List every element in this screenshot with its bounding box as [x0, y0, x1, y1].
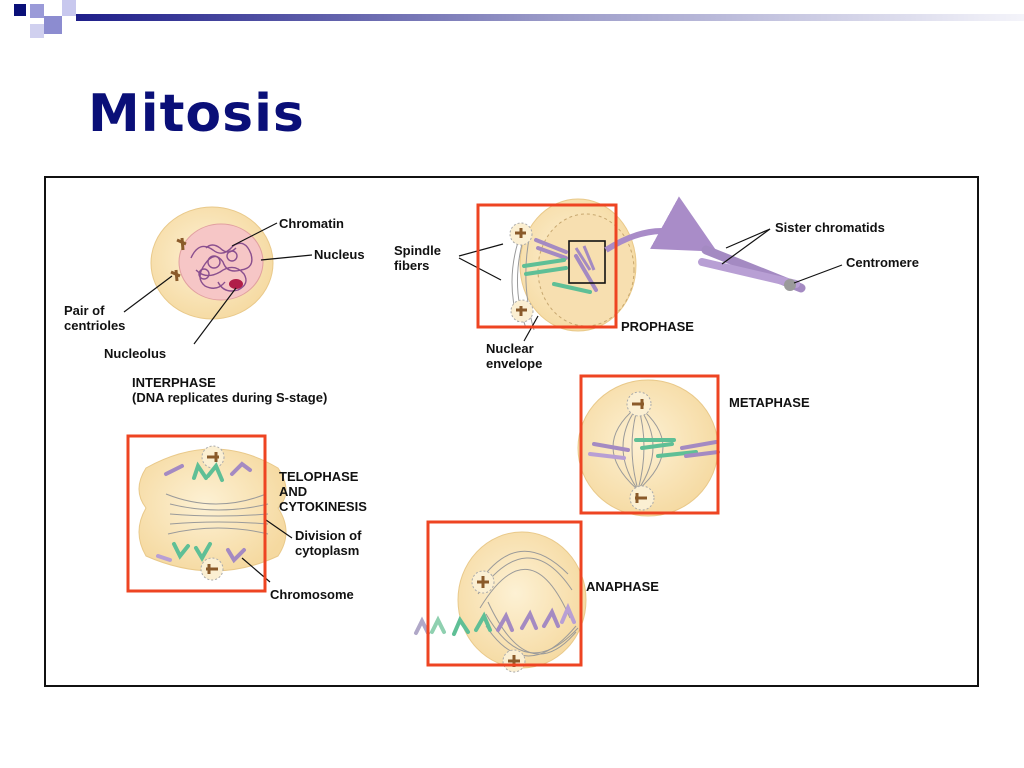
nucleus-label: Nucleus — [314, 247, 365, 262]
interphase-label-1: INTERPHASE — [132, 375, 216, 390]
header-square-light — [30, 4, 44, 18]
nuclear-envelope-label-1: Nuclear — [486, 341, 534, 356]
division-of-cytoplasm-label-1: Division of — [295, 528, 362, 543]
pair-of-centrioles-label-1: Pair of — [64, 303, 105, 318]
spindle-fibers-label-1: Spindle — [394, 243, 441, 258]
prophase-highlight-box — [476, 203, 618, 329]
telophase-label-1: TELOPHASE — [279, 469, 359, 484]
pair-of-centrioles-label-2: centrioles — [64, 318, 125, 333]
header-square-soft — [30, 24, 44, 38]
interphase-label-2: (DNA replicates during S-stage) — [132, 390, 327, 405]
anaphase-spindle-fibers — [477, 550, 579, 657]
nucleolus-dot — [229, 279, 243, 289]
prophase-label: PROPHASE — [621, 319, 694, 334]
mitosis-diagram-frame: Chromatin Nucleus Pair of centrioles Nuc… — [44, 176, 979, 687]
metaphase-highlight-box — [579, 374, 720, 515]
centromere-label: Centromere — [846, 255, 919, 270]
metaphase-label: METAPHASE — [729, 395, 810, 410]
prophase-cell — [509, 198, 637, 332]
telophase-label-3: CYTOKINESIS — [279, 499, 367, 514]
chromosome-label: Chromosome — [270, 587, 354, 602]
nucleolus-label: Nucleolus — [104, 346, 166, 361]
prophase-zoom-box — [568, 240, 606, 284]
telophase-cell — [138, 445, 287, 581]
nuclear-envelope-label-2: envelope — [486, 356, 542, 371]
telophase-label-2: AND — [279, 484, 307, 499]
anaphase-highlight-box — [426, 520, 583, 667]
interphase-cell — [150, 206, 274, 320]
chromatin-label: Chromatin — [279, 216, 344, 231]
telophase-highlight-box — [126, 434, 267, 593]
metaphase-cell — [577, 379, 720, 517]
telophase-spindle-fibers — [165, 493, 269, 535]
division-of-cytoplasm-label-2: cytoplasm — [295, 543, 359, 558]
interphase-pointers — [123, 222, 313, 345]
slide-title: Mitosis — [88, 84, 305, 144]
anaphase-label: ANAPHASE — [586, 579, 659, 594]
centrioles — [170, 237, 187, 282]
header-square-pale — [62, 0, 76, 16]
sister-chromatids-drawing — [698, 245, 806, 293]
slide-header-decoration — [14, 0, 1024, 38]
chromatin-tangle — [190, 242, 253, 292]
anaphase-cell — [414, 531, 587, 673]
header-square-mid — [44, 16, 62, 34]
header-square-dark — [14, 4, 26, 16]
spindle-fibers-label-2: fibers — [394, 258, 429, 273]
sister-chromatids-label: Sister chromatids — [775, 220, 885, 235]
mitosis-diagram: Chromatin Nucleus Pair of centrioles Nuc… — [64, 196, 919, 673]
header-gradient-bar — [76, 14, 1024, 21]
